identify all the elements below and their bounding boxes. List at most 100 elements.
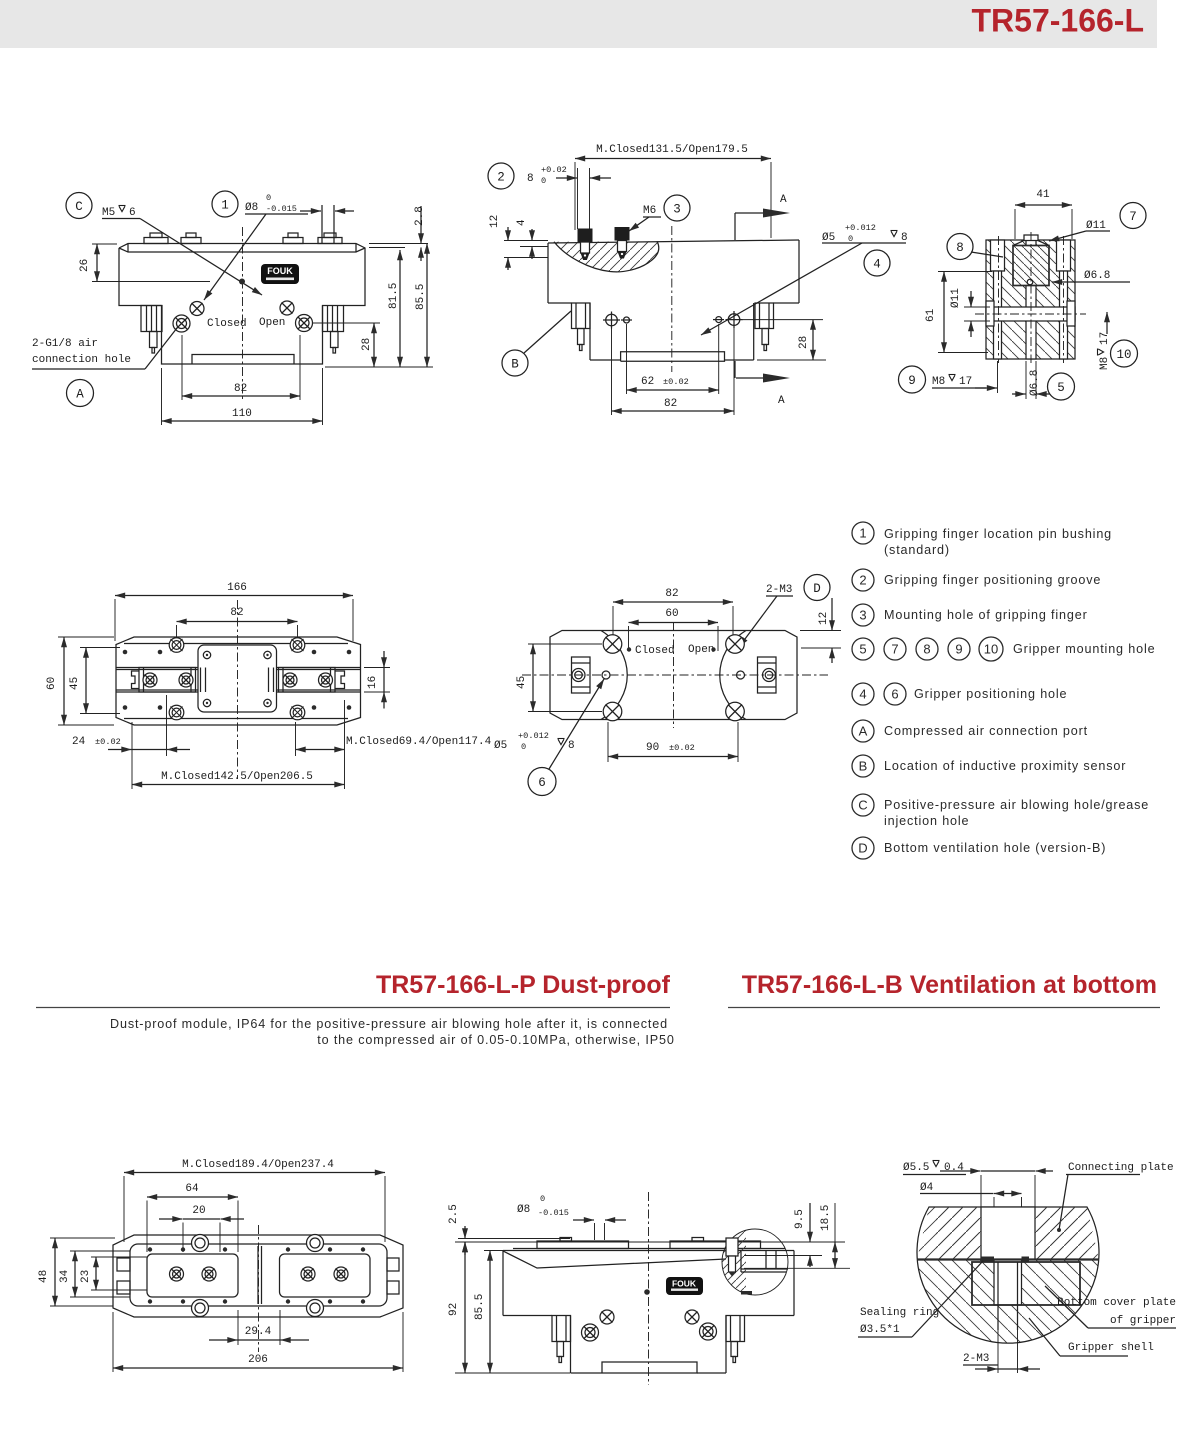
svg-text:8: 8 <box>901 232 908 244</box>
svg-text:166: 166 <box>227 582 247 594</box>
svg-text:8: 8 <box>527 173 534 185</box>
svg-text:0.4: 0.4 <box>944 1162 964 1174</box>
svg-text:2-M3: 2-M3 <box>963 1353 989 1365</box>
svg-text:M5: M5 <box>102 207 115 219</box>
svg-text:+0.012: +0.012 <box>518 731 549 741</box>
svg-text:110: 110 <box>232 408 252 420</box>
svg-text:2.5: 2.5 <box>448 1204 460 1224</box>
svg-text:Bottom cover plate: Bottom cover plate <box>1057 1297 1176 1309</box>
svg-text:60: 60 <box>46 677 58 690</box>
svg-text:6: 6 <box>538 776 546 790</box>
svg-text:6: 6 <box>891 687 898 702</box>
svg-text:206: 206 <box>248 1354 268 1366</box>
svg-text:41: 41 <box>1036 189 1050 201</box>
svg-text:60: 60 <box>665 608 678 620</box>
svg-text:0: 0 <box>521 742 526 752</box>
svg-text:17: 17 <box>959 376 972 388</box>
svg-text:0: 0 <box>540 1194 545 1204</box>
svg-text:A: A <box>76 388 84 402</box>
svg-text:85.5: 85.5 <box>474 1294 486 1320</box>
svg-text:8: 8 <box>923 642 930 657</box>
svg-text:Ø3.5*1: Ø3.5*1 <box>860 1324 900 1336</box>
svg-text:82: 82 <box>230 607 243 619</box>
svg-text:Compressed air connection port: Compressed air connection port <box>884 724 1088 738</box>
svg-text:B: B <box>859 759 868 774</box>
svg-text:26: 26 <box>79 259 91 272</box>
svg-text:-0.015: -0.015 <box>538 1208 569 1218</box>
svg-text:10: 10 <box>984 642 998 657</box>
svg-text:Ø8: Ø8 <box>245 202 258 214</box>
svg-text:4: 4 <box>873 258 881 272</box>
svg-text:34: 34 <box>59 1269 71 1283</box>
svg-text:5: 5 <box>1057 381 1065 395</box>
svg-text:Ø5.5: Ø5.5 <box>903 1162 929 1174</box>
svg-text:0: 0 <box>266 193 271 203</box>
svg-text:23: 23 <box>80 1270 92 1283</box>
svg-text:Gripping finger location pin b: Gripping finger location pin bushing <box>884 527 1112 541</box>
svg-text:5: 5 <box>859 642 866 657</box>
svg-text:B: B <box>511 358 519 372</box>
svg-text:2-G1/8 air: 2-G1/8 air <box>32 338 98 350</box>
svg-text:Connecting plate: Connecting plate <box>1068 1162 1174 1174</box>
svg-text:C: C <box>858 798 867 813</box>
svg-text:62: 62 <box>641 376 654 388</box>
svg-text:±0.02: ±0.02 <box>669 743 695 753</box>
svg-text:45: 45 <box>516 676 528 689</box>
svg-text:1: 1 <box>221 199 229 213</box>
svg-text:0: 0 <box>541 176 546 186</box>
svg-text:A: A <box>778 395 785 407</box>
svg-text:28: 28 <box>798 336 810 349</box>
svg-text:Open: Open <box>259 317 285 329</box>
svg-text:to the compressed air of 0.05-: to the compressed air of 0.05-0.10MPa, o… <box>317 1033 674 1047</box>
svg-text:16: 16 <box>367 676 379 689</box>
svg-text:12: 12 <box>818 612 830 625</box>
svg-text:45: 45 <box>69 677 81 690</box>
svg-text:1: 1 <box>859 526 866 541</box>
svg-text:A: A <box>780 194 787 206</box>
svg-text:M.Closed131.5/Open179.5: M.Closed131.5/Open179.5 <box>596 144 748 156</box>
svg-text:M.Closed69.4/Open117.4: M.Closed69.4/Open117.4 <box>346 736 492 748</box>
svg-text:Gripper shell: Gripper shell <box>1068 1342 1154 1354</box>
svg-text:9: 9 <box>955 642 962 657</box>
svg-text:TR57-166-L-B Ventilation at bo: TR57-166-L-B Ventilation at bottom <box>742 971 1157 999</box>
svg-text:C: C <box>75 200 83 214</box>
svg-text:4: 4 <box>516 219 528 226</box>
svg-text:Ø11: Ø11 <box>1086 220 1106 232</box>
svg-text:12: 12 <box>489 215 501 228</box>
svg-text:4: 4 <box>859 687 866 702</box>
svg-text:-0.015: -0.015 <box>266 204 297 214</box>
svg-text:20: 20 <box>192 1205 205 1217</box>
svg-text:±0.02: ±0.02 <box>663 377 689 387</box>
svg-text:9.5: 9.5 <box>794 1209 806 1229</box>
svg-text:connection hole: connection hole <box>32 354 131 366</box>
svg-text:TR57-166-L: TR57-166-L <box>972 3 1145 39</box>
svg-text:3: 3 <box>859 608 866 623</box>
svg-text:FOUK: FOUK <box>267 266 293 276</box>
svg-text:7: 7 <box>1129 210 1137 224</box>
svg-text:Location of inductive proximit: Location of inductive proximity sensor <box>884 759 1126 773</box>
svg-text:82: 82 <box>665 588 678 600</box>
svg-text:82: 82 <box>234 383 247 395</box>
svg-text:Gripper positioning hole: Gripper positioning hole <box>914 687 1067 701</box>
svg-text:Gripper mounting hole: Gripper mounting hole <box>1013 642 1155 656</box>
svg-text:M.Closed142.5/Open206.5: M.Closed142.5/Open206.5 <box>161 771 313 783</box>
svg-text:Ø5: Ø5 <box>822 232 835 244</box>
svg-text:85.5: 85.5 <box>415 284 427 310</box>
svg-text:6: 6 <box>129 207 136 219</box>
svg-text:24: 24 <box>72 736 86 748</box>
svg-text:Mounting hole of gripping fing: Mounting hole of gripping finger <box>884 608 1088 622</box>
svg-text:0: 0 <box>848 234 853 244</box>
svg-text:+0.012: +0.012 <box>845 223 876 233</box>
svg-text:Ø4: Ø4 <box>920 1182 934 1194</box>
svg-text:90: 90 <box>646 742 659 754</box>
svg-text:17: 17 <box>1099 332 1111 345</box>
svg-text:M8: M8 <box>932 376 945 388</box>
svg-text:Bottom ventilation hole (versi: Bottom ventilation hole (version-B) <box>884 841 1106 855</box>
svg-text:Closed: Closed <box>207 318 247 330</box>
svg-text:FOUK: FOUK <box>672 1279 697 1289</box>
svg-text:±0.02: ±0.02 <box>95 737 121 747</box>
svg-text:Ø11: Ø11 <box>950 288 962 308</box>
svg-text:48: 48 <box>38 1270 50 1283</box>
svg-text:(standard): (standard) <box>884 543 950 557</box>
svg-text:2: 2 <box>859 573 866 588</box>
